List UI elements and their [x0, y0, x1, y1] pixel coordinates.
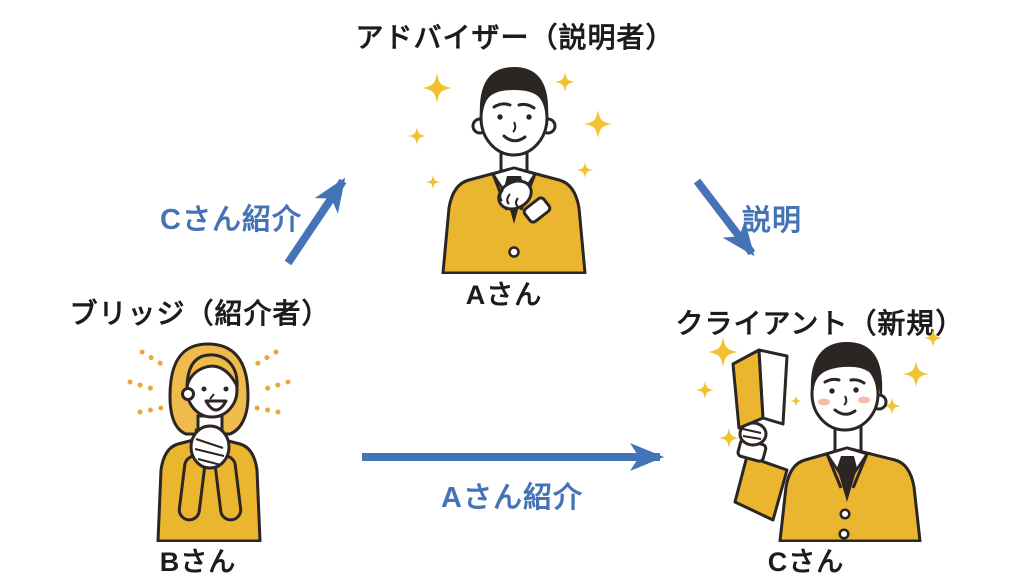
arrow-advisor-to-client — [693, 178, 756, 257]
pamphlet-icon — [731, 348, 789, 430]
client-illustration — [695, 330, 955, 542]
arrow-label-setsumei: 説明 — [741, 205, 803, 237]
arrow-label-a-intro: Aさん紹介 — [441, 482, 583, 514]
client-role-label: クライアント（新規） — [675, 308, 965, 339]
advisor-illustration — [393, 52, 643, 274]
excitement-rays-icon — [127, 349, 291, 415]
advisor-figure — [441, 67, 587, 274]
client-name-label: Cさん — [767, 547, 845, 576]
bridge-name-label: Bさん — [159, 547, 237, 576]
bridge-role-label: ブリッジ（紹介者） — [69, 298, 331, 329]
advisor-role-label: アドバイザー（説明者） — [355, 22, 675, 53]
arrow-label-c-intro: Cさん紹介 — [160, 204, 302, 236]
client-figure — [731, 342, 922, 542]
advisor-name-label: Aさん — [465, 280, 543, 310]
arrow-bridge-to-advisor — [284, 177, 347, 266]
bridge-figure — [156, 342, 262, 542]
bridge-illustration — [108, 330, 308, 542]
